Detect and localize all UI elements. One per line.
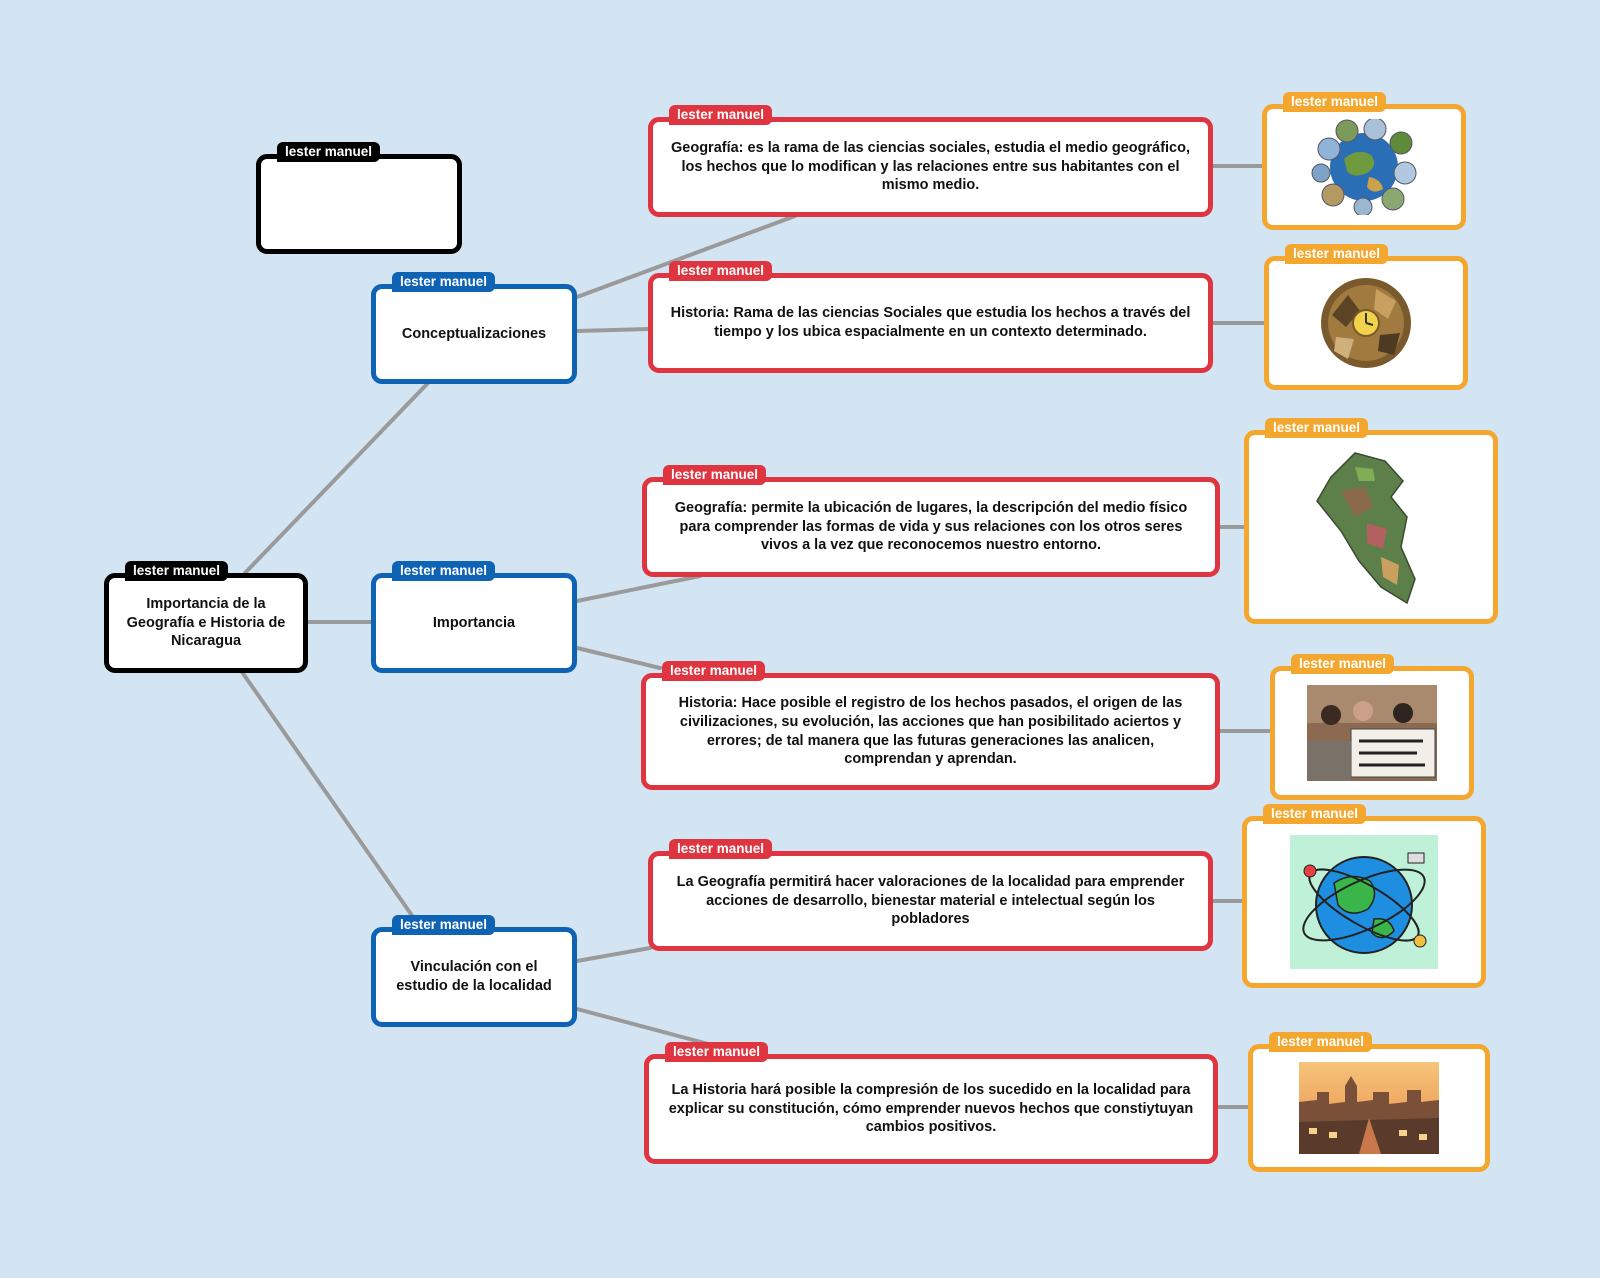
detail-node-historia-localidad[interactable]: lester manuel La Historia hará posible l… — [644, 1042, 1218, 1164]
city-skyline-photo — [1299, 1062, 1439, 1154]
author-tag: lester manuel — [669, 105, 773, 125]
detail-node-geografia-localidad[interactable]: lester manuel La Geografía permitirá hac… — [648, 839, 1213, 951]
connector-branch1-detail1 — [575, 214, 797, 299]
connector-branch2-detail3 — [575, 574, 702, 603]
author-tag: lester manuel — [669, 839, 773, 859]
author-tag: lester manuel — [125, 561, 229, 581]
country-map-icon — [1316, 452, 1416, 605]
globe-tools-illustration — [1290, 835, 1438, 969]
detail-node-text: Historia: Hace posible el registro de lo… — [678, 694, 1183, 768]
author-tag: lester manuel — [392, 561, 496, 581]
author-tag: lester manuel — [392, 915, 496, 935]
author-tag: lester manuel — [669, 261, 773, 281]
branch-node-text: Conceptualizaciones — [401, 325, 547, 342]
root-node[interactable]: lester manuel Importancia de la Geografí… — [104, 561, 308, 673]
globe-collage-icon — [1311, 119, 1417, 215]
detail-node-geografia-importancia[interactable]: lester manuel Geografía: permite la ubic… — [642, 465, 1220, 577]
connector-branch2-detail4 — [575, 646, 662, 670]
detail-node-historia-importancia[interactable]: lester manuel Historia: Hace posible el … — [641, 661, 1220, 790]
detail-node-text: La Geografía permitirá hacer valoracione… — [676, 873, 1185, 928]
history-collage-icon — [1321, 278, 1411, 368]
author-tag: lester manuel — [1265, 418, 1369, 438]
image-node-history-collage[interactable]: lester manuel — [1264, 244, 1468, 390]
detail-node-text: Geografía: es la rama de las ciencias so… — [671, 139, 1190, 194]
author-tag: lester manuel — [392, 272, 496, 292]
connector-branch3-detail6 — [575, 1007, 714, 1047]
author-tag: lester manuel — [1269, 1032, 1373, 1052]
connector-branch3-detail5 — [575, 946, 652, 963]
detail-node-text: Historia: Rama de las ciencias Sociales … — [670, 305, 1191, 340]
author-tag: lester manuel — [277, 142, 381, 162]
branch-node-importancia[interactable]: lester manuel Importancia — [371, 561, 577, 673]
branch-node-conceptualizaciones[interactable]: lester manuel Conceptualizaciones — [371, 272, 577, 384]
branch-node-vinculacion[interactable]: lester manuel Vinculación con el estudio… — [371, 915, 577, 1027]
protest-banner-photo — [1307, 685, 1437, 781]
image-node-protest-photo[interactable]: lester manuel — [1270, 654, 1474, 800]
floating-empty-node[interactable]: lester manuel — [256, 142, 462, 254]
author-tag: lester manuel — [663, 465, 767, 485]
detail-node-historia-definicion[interactable]: lester manuel Historia: Rama de las cien… — [648, 261, 1213, 373]
author-tag: lester manuel — [1263, 804, 1367, 824]
branch-node-text: Vinculación con el estudio de la localid… — [396, 959, 552, 994]
branch-node-text: Importancia — [432, 614, 516, 631]
author-tag: lester manuel — [1283, 92, 1387, 112]
detail-node-text: Geografía: permite la ubicación de lugar… — [674, 499, 1188, 554]
image-node-globe-illustration[interactable]: lester manuel — [1242, 804, 1486, 988]
detail-node-geografia-definicion[interactable]: lester manuel Geografía: es la rama de l… — [648, 105, 1213, 217]
author-tag: lester manuel — [1291, 654, 1395, 674]
author-tag: lester manuel — [665, 1042, 769, 1062]
connector-root-branch1 — [243, 381, 430, 575]
author-tag: lester manuel — [1285, 244, 1389, 264]
image-node-globe-collage[interactable]: lester manuel — [1262, 92, 1466, 230]
connector-branch1-detail2 — [575, 327, 650, 333]
image-node-city-photo[interactable]: lester manuel — [1248, 1032, 1490, 1172]
detail-node-text: La Historia hará posible la compresión d… — [668, 1081, 1194, 1136]
image-node-country-map[interactable]: lester manuel — [1244, 418, 1498, 624]
root-node-text: Importancia de la Geografía e Historia d… — [126, 595, 286, 650]
author-tag: lester manuel — [662, 661, 766, 681]
connector-root-branch3 — [240, 670, 422, 929]
